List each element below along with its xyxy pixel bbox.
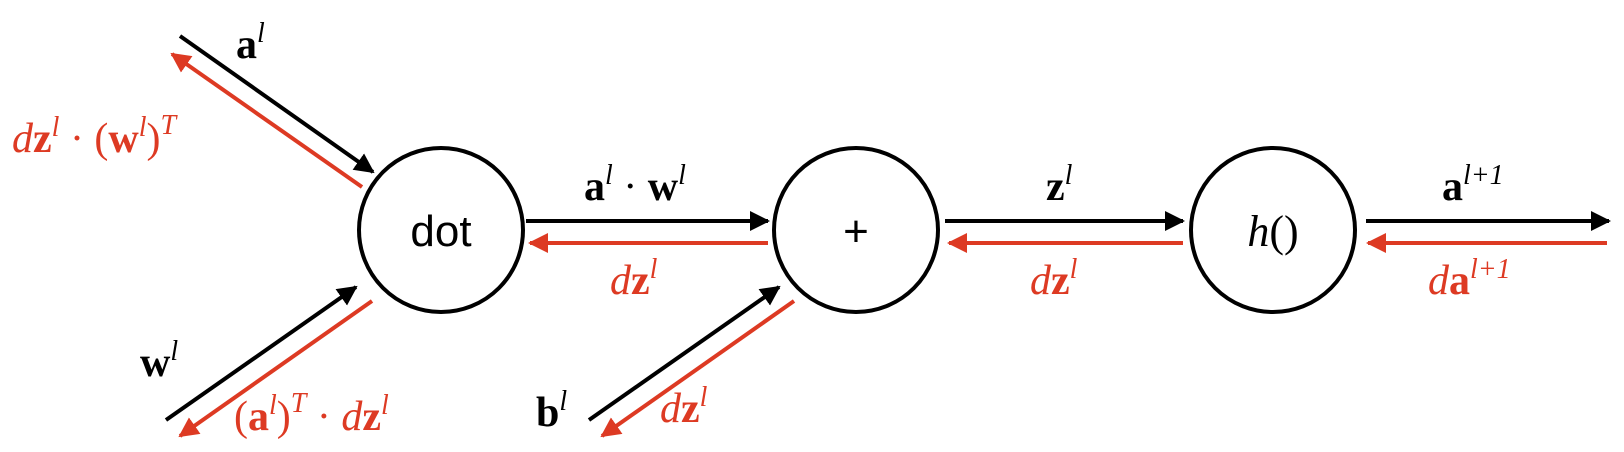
label-da-l-plus-1: dal+1	[1428, 254, 1511, 304]
label-a-l-plus-1: al+1	[1442, 160, 1504, 210]
grad-arrow-dot-to-a	[170, 52, 364, 189]
arrow-b-to-plus	[587, 285, 781, 422]
node-dot: dot	[357, 146, 525, 314]
node-plus-label: +	[843, 207, 869, 256]
node-plus: +	[772, 146, 940, 314]
label-b-l: bl	[536, 386, 567, 436]
label-a-l: al	[236, 18, 265, 68]
label-dz-dot: dzl	[610, 254, 658, 304]
arrow-w-to-dot	[164, 285, 358, 422]
label-z-l: zl	[1046, 160, 1073, 210]
node-h-fn: h	[1247, 207, 1269, 256]
label-dz-plus: dzl	[1030, 254, 1078, 304]
node-h-parens: ()	[1269, 207, 1298, 256]
grad-arrow-plus-to-b	[600, 299, 796, 438]
label-grad-to-w: (al)T · dzl	[234, 388, 389, 440]
grad-arrow-dot-to-w	[178, 299, 374, 438]
label-a-dot-w: al · wl	[584, 160, 686, 210]
node-dot-label: dot	[410, 207, 471, 256]
label-grad-to-a: dzl · (wl)T	[12, 110, 179, 162]
label-w-l: wl	[140, 336, 178, 386]
label-dz-b: dzl	[660, 382, 708, 432]
node-h: h()	[1189, 146, 1357, 314]
node-h-label: h()	[1247, 207, 1298, 256]
arrow-a-to-dot	[178, 34, 375, 174]
